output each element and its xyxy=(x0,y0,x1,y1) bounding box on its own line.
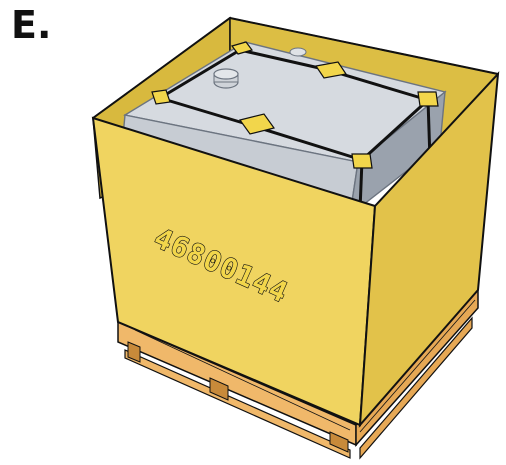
tank-vent-port xyxy=(290,48,306,56)
tank-filler-cap-top xyxy=(214,69,238,79)
clip xyxy=(418,92,438,106)
clip xyxy=(152,90,170,104)
clip xyxy=(352,154,372,168)
